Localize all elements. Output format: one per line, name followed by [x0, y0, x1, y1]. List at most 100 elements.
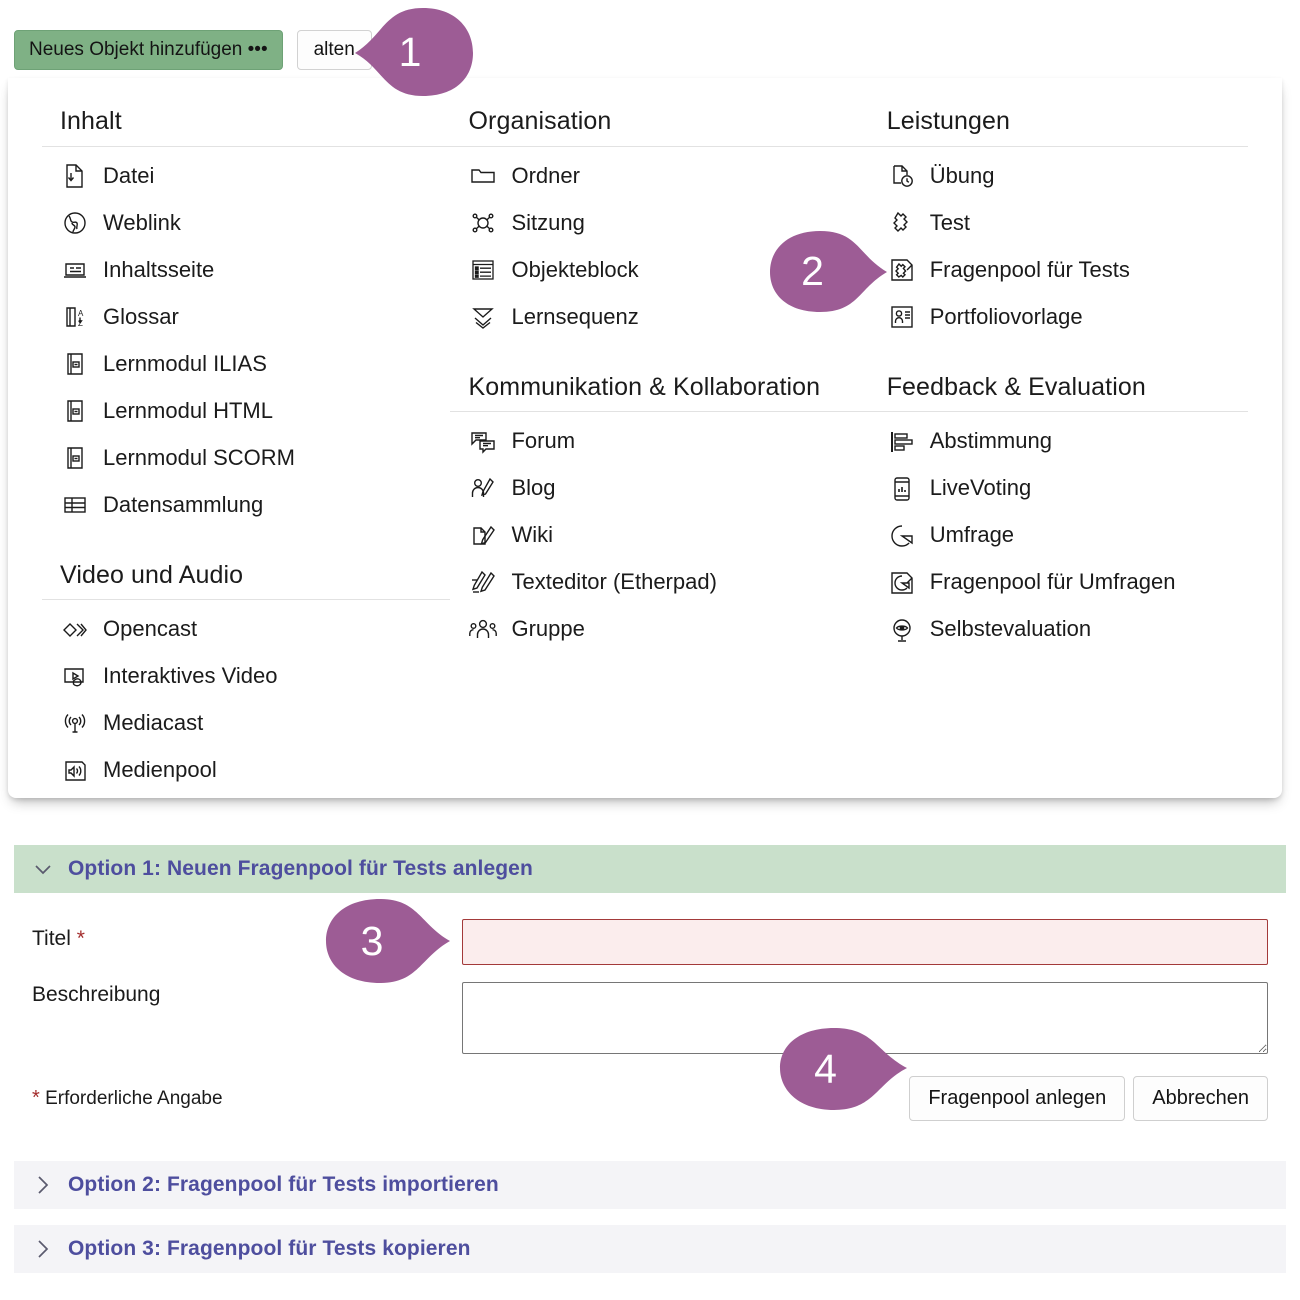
fragenpool-options-form: Option 1: Neuen Fragenpool für Tests anl…: [14, 845, 1286, 1273]
menu-item-ordner[interactable]: Ordner: [468, 153, 868, 200]
teardrop-shape: [780, 1028, 907, 1110]
globe-icon: [60, 208, 90, 238]
accordion-header-option-3[interactable]: Option 3: Fragenpool für Tests kopieren: [14, 1225, 1286, 1273]
menu-item-label: Wiki: [511, 522, 554, 548]
folder-icon: [468, 161, 498, 191]
group-title-leistungen: Leistungen: [868, 106, 1248, 147]
menu-item-fragenpool-fuer-umfragen[interactable]: Fragenpool für Umfragen: [887, 559, 1248, 606]
menu-item-test[interactable]: Test: [887, 200, 1248, 247]
menu-item-livevoting[interactable]: LiveVoting: [887, 465, 1248, 512]
menu-item-mediacast[interactable]: Mediacast: [60, 700, 450, 747]
menu-item-label: LiveVoting: [929, 475, 1032, 501]
menu-item-datensammlung[interactable]: Datensammlung: [60, 482, 450, 529]
menu-item-inhaltsseite[interactable]: Inhaltsseite: [60, 247, 450, 294]
page-pencil-icon: [468, 521, 498, 551]
accordion-header-label: Option 3: Fragenpool für Tests kopieren: [68, 1237, 471, 1260]
field-row-beschreibung: Beschreibung: [32, 975, 1268, 1054]
menu-item-selbstevaluation[interactable]: Selbstevaluation: [887, 606, 1248, 653]
create-fragenpool-button[interactable]: Fragenpool anlegen: [909, 1076, 1126, 1121]
bar-chart-icon: [887, 427, 917, 457]
portfolio-person-icon: [887, 302, 917, 332]
person-pencil-icon: [468, 474, 498, 504]
menu-item-gruppe[interactable]: Gruppe: [468, 606, 868, 653]
menu-item-lernsequenz[interactable]: Lernsequenz: [468, 294, 868, 341]
menu-item-label: Forum: [511, 428, 576, 454]
menu-item-umfrage[interactable]: Umfrage: [887, 512, 1248, 559]
manage-button[interactable]: alten: [296, 30, 372, 70]
menu-item-label: Lernsequenz: [511, 303, 639, 329]
cancel-button[interactable]: Abbrechen: [1133, 1076, 1268, 1121]
menu-item-medienpool[interactable]: Medienpool: [60, 747, 450, 794]
add-new-object-button[interactable]: Neues Objekt hinzufügen •••: [14, 30, 283, 70]
content-page-icon: [60, 255, 90, 285]
menu-item-uebung[interactable]: Übung: [887, 153, 1248, 200]
callout-marker-4: 4: [772, 1026, 907, 1112]
eye-globe-icon: [887, 615, 917, 645]
menu-item-label: Interaktives Video: [103, 663, 278, 689]
group-title-feedback-evaluation: Feedback & Evaluation: [868, 372, 1248, 412]
opencast-diamond-icon: [60, 615, 90, 645]
group-list-leistungen: Übung Test Fragenpool für Tests Portfoli…: [869, 153, 1248, 341]
teardrop-shape: [326, 899, 450, 983]
svg-text:A: A: [78, 309, 84, 318]
menu-item-label: Datensammlung: [103, 491, 264, 517]
menu-item-texteditor-etherpad[interactable]: Texteditor (Etherpad): [468, 559, 868, 606]
group-list-video-und-audio: Opencast Interaktives Video Mediacast Me…: [42, 606, 450, 794]
menu-item-label: Portfoliovorlage: [929, 303, 1083, 329]
menu-item-label: Weblink: [103, 209, 181, 235]
pie-page-icon: [887, 568, 917, 598]
top-toolbar: Neues Objekt hinzufügen ••• alten: [14, 30, 372, 70]
speaker-icon: [60, 756, 90, 786]
menu-item-abstimmung[interactable]: Abstimmung: [887, 418, 1248, 465]
menu-item-lernmodul-ilias[interactable]: Lernmodul ILIAS: [60, 341, 450, 388]
menu-item-label: Opencast: [103, 616, 198, 642]
menu-item-interaktives-video[interactable]: Interaktives Video: [60, 653, 450, 700]
menu-item-opencast[interactable]: Opencast: [60, 606, 450, 653]
interactive-video-icon: [60, 662, 90, 692]
menu-item-label: Selbstevaluation: [929, 616, 1092, 642]
accordion-header-label: Option 2: Fragenpool für Tests importier…: [68, 1173, 499, 1196]
menu-item-label: Umfrage: [929, 522, 1015, 548]
menu-item-portfoliovorlage[interactable]: Portfoliovorlage: [887, 294, 1248, 341]
menu-item-label: Sitzung: [511, 209, 585, 235]
field-row-titel: Titel *: [32, 919, 1268, 965]
menu-item-label: Test: [929, 209, 971, 235]
accordion-header-label: Option 1: Neuen Fragenpool für Tests anl…: [68, 857, 533, 880]
menu-item-wiki[interactable]: Wiki: [468, 512, 868, 559]
menu-item-forum[interactable]: Forum: [468, 418, 868, 465]
menu-item-blog[interactable]: Blog: [468, 465, 868, 512]
chevron-down-icon: [32, 858, 54, 880]
broadcast-icon: [60, 709, 90, 739]
callout-number: 2: [801, 248, 824, 294]
pie-chart-icon: [887, 521, 917, 551]
titel-input[interactable]: [462, 919, 1268, 965]
teardrop-shape: [355, 8, 473, 96]
accordion-header-option-1[interactable]: Option 1: Neuen Fragenpool für Tests anl…: [14, 845, 1286, 893]
menu-item-sitzung[interactable]: Sitzung: [468, 200, 868, 247]
menu-item-objekteblock[interactable]: Objekteblock: [468, 247, 868, 294]
group-title-video-und-audio: Video und Audio: [42, 560, 451, 600]
menu-item-lernmodul-scorm[interactable]: Lernmodul SCORM: [60, 435, 450, 482]
dropdown-column-leistungen: Leistungen Übung Test Fragenpool für Tes…: [868, 106, 1248, 794]
form-button-group: Fragenpool anlegen Abbrechen: [909, 1076, 1268, 1121]
menu-item-label: Gruppe: [511, 616, 585, 642]
required-note: * Erforderliche Angabe: [32, 1087, 909, 1110]
menu-item-fragenpool-fuer-tests[interactable]: Fragenpool für Tests: [887, 247, 1248, 294]
callout-number: 1: [398, 28, 422, 75]
learning-module-icon: [60, 396, 90, 426]
menu-item-label: Inhaltsseite: [103, 256, 215, 282]
menu-item-label: Medienpool: [103, 757, 217, 783]
accordion-header-option-2[interactable]: Option 2: Fragenpool für Tests importier…: [14, 1161, 1286, 1209]
menu-item-weblink[interactable]: Weblink: [60, 200, 450, 247]
menu-item-label: Lernmodul HTML: [103, 397, 273, 423]
table-icon: [60, 490, 90, 520]
menu-item-label: Abstimmung: [929, 428, 1052, 454]
required-note-asterisk: *: [32, 1087, 40, 1109]
forum-chat-icon: [468, 427, 498, 457]
group-title-inhalt: Inhalt: [42, 106, 451, 147]
puzzle-icon: [887, 208, 917, 238]
menu-item-label: Texteditor (Etherpad): [511, 569, 717, 595]
menu-item-lernmodul-html[interactable]: Lernmodul HTML: [60, 388, 450, 435]
menu-item-datei[interactable]: Datei: [60, 153, 450, 200]
